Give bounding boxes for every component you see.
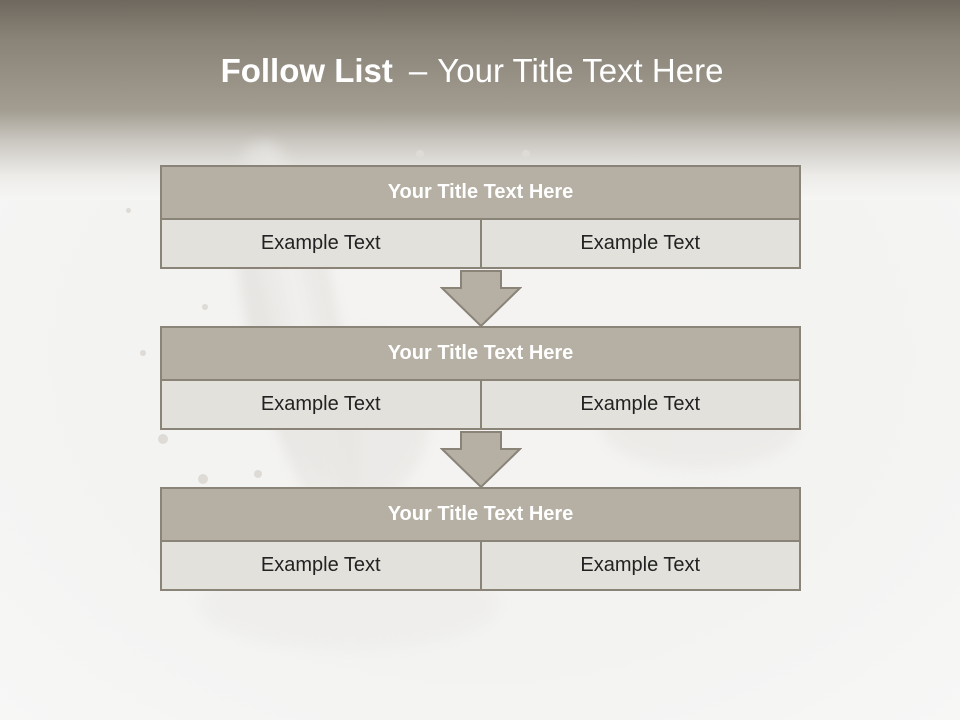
block-cell-right: Example Text: [481, 542, 801, 591]
block-row: Example Text Example Text: [160, 381, 801, 430]
block-cell-right: Example Text: [481, 220, 801, 269]
block-cell-left: Example Text: [160, 220, 482, 269]
slide-title-dash: –: [408, 52, 428, 89]
slide-title-rest: Your Title Text Here: [437, 52, 724, 89]
block-row: Example Text Example Text: [160, 220, 801, 269]
droplet-decoration: [522, 150, 530, 158]
droplet-decoration: [198, 474, 208, 484]
block-title: Your Title Text Here: [160, 487, 801, 542]
slide-title-bold: Follow List: [220, 52, 393, 89]
down-arrow-icon: [440, 431, 522, 489]
block-cell-left: Example Text: [160, 542, 482, 591]
list-block-3: Your Title Text Here Example Text Exampl…: [160, 487, 801, 591]
down-arrow-icon: [440, 270, 522, 328]
block-cell-left: Example Text: [160, 381, 482, 430]
droplet-decoration: [416, 150, 424, 158]
droplet-decoration: [126, 208, 131, 213]
droplet-decoration: [202, 304, 208, 310]
block-row: Example Text Example Text: [160, 542, 801, 591]
block-title: Your Title Text Here: [160, 165, 801, 220]
list-block-2: Your Title Text Here Example Text Exampl…: [160, 326, 801, 430]
block-title: Your Title Text Here: [160, 326, 801, 381]
block-cell-right: Example Text: [481, 381, 801, 430]
list-block-1: Your Title Text Here Example Text Exampl…: [160, 165, 801, 269]
droplet-decoration: [254, 470, 262, 478]
droplet-decoration: [158, 434, 168, 444]
droplet-decoration: [140, 350, 146, 356]
slide-title: Follow List–Your Title Text Here: [0, 52, 944, 90]
